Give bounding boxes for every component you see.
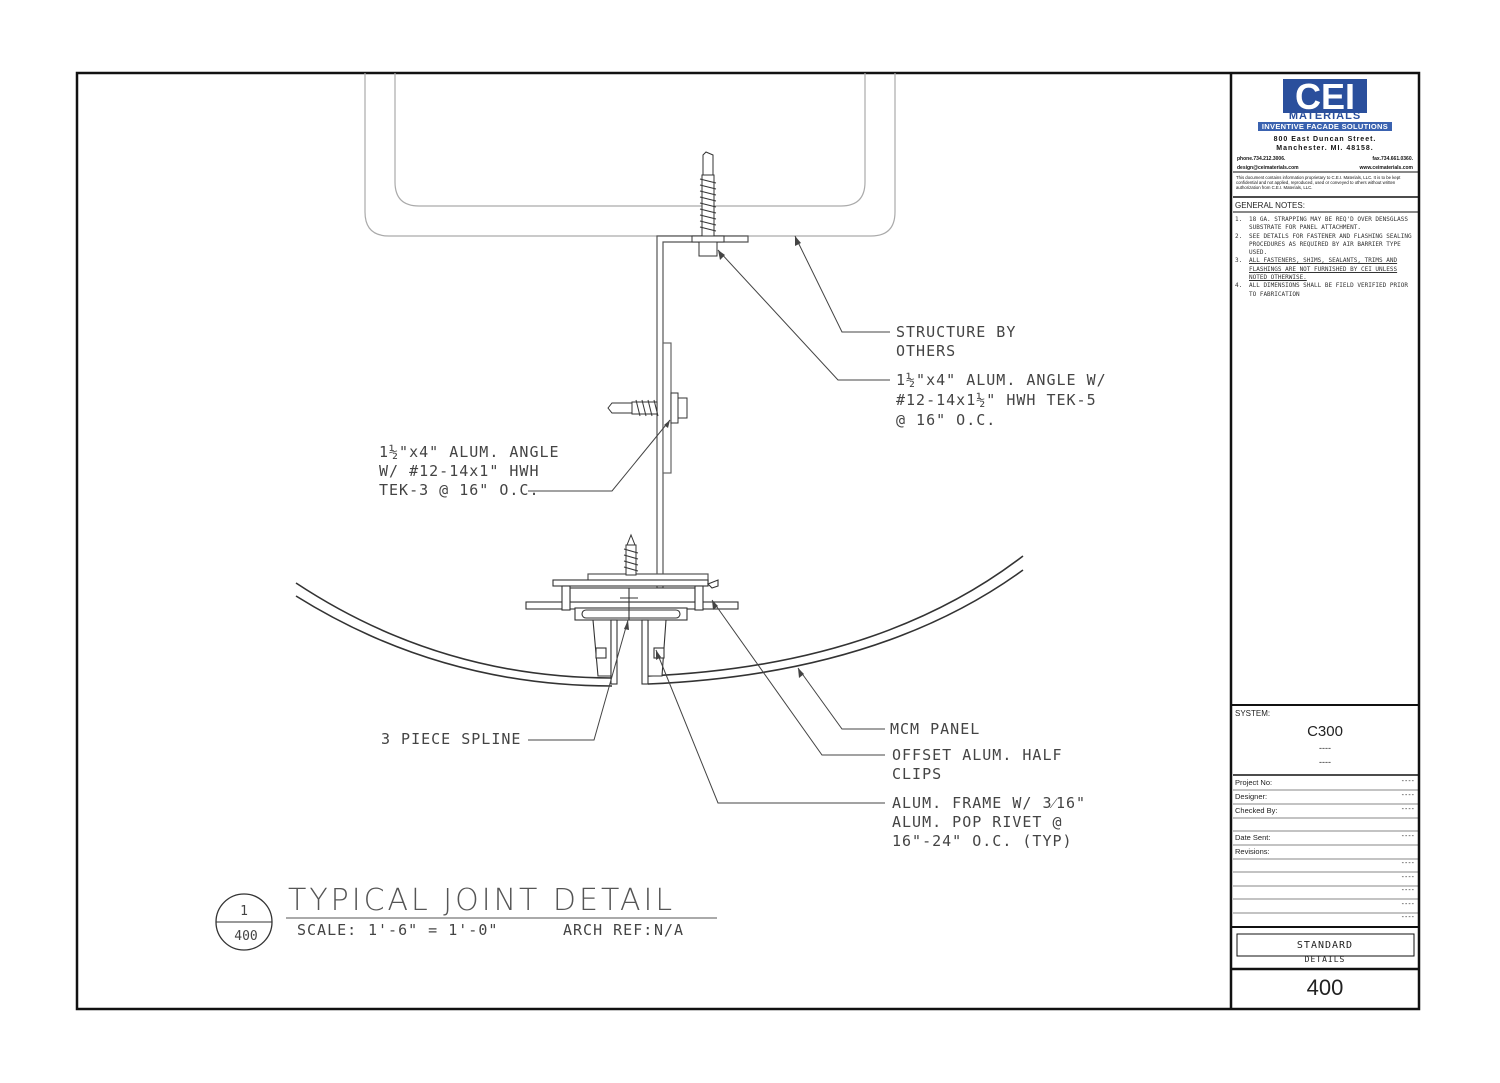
label-frame-2: ALUM. POP RIVET @: [892, 813, 1063, 831]
spline-assembly: [525, 579, 739, 685]
sheet-number: 400: [1306, 975, 1344, 1000]
detail-title: 1 400 TYPICAL JOINT DETAIL SCALE: 1'-6" …: [215, 883, 717, 951]
field-checked-by: Checked By:----: [1235, 806, 1415, 815]
revision-entry: ----: [1401, 914, 1415, 921]
contact-email-web: design@ceimaterials.com www.ceimaterials…: [1237, 165, 1413, 171]
label-structure-1: STRUCTURE BY: [896, 323, 1016, 341]
standard-details-line-1: STANDARD: [1296, 940, 1354, 951]
tek3-screw: [607, 392, 688, 424]
general-notes-title: GENERAL NOTES:: [1235, 201, 1305, 210]
callout-half-clips: OFFSET ALUM. HALF CLIPS: [892, 746, 1063, 783]
label-mcm-panel: MCM PANEL: [890, 720, 980, 738]
tek5-screw: [691, 151, 725, 257]
label-angle-top-1: 1½"x4" ALUM. ANGLE W/: [896, 371, 1107, 389]
detail-number: 1: [240, 904, 248, 919]
callout-structure: STRUCTURE BY OTHERS: [896, 323, 1016, 360]
standard-details-line-2: DETAILS: [1304, 955, 1346, 964]
label-half-clips-1: OFFSET ALUM. HALF: [892, 746, 1063, 764]
field-revisions: Revisions:: [1235, 847, 1270, 856]
callout-angle-left: 1½"x4" ALUM. ANGLE W/ #12-14x1" HWH TEK-…: [379, 443, 560, 499]
detail-sheet-ref: 400: [234, 929, 257, 944]
revision-entry: ----: [1401, 874, 1415, 881]
revision-entry: ----: [1401, 901, 1415, 908]
field-designer: Designer:----: [1235, 792, 1415, 801]
scale-label: SCALE:: [297, 921, 357, 939]
title-block-rules: [1231, 171, 1419, 971]
label-frame-3: 16"-24" O.C. (TYP): [892, 832, 1073, 850]
leader-arrows: [624, 236, 804, 678]
contact-phone-fax: phone.734.212.3006. fax.734.661.0360.: [1237, 156, 1413, 162]
address-line-2: Manchester. MI. 48158.: [1276, 145, 1374, 152]
general-note: 3.ALL FASTENERS, SHIMS, SEALANTS, TRIMS …: [1235, 257, 1398, 282]
label-angle-left-2: W/ #12-14x1" HWH: [379, 462, 540, 480]
sheet-border: [75, 71, 1421, 1011]
title-block: CEI MATERIALS INVENTIVE FACADE SOLUTIONS…: [1231, 73, 1419, 1009]
arch-ref-value: N/A: [654, 921, 684, 939]
label-angle-left-3: TEK-3 @ 16" O.C.: [379, 481, 540, 499]
label-angle-top-3: @ 16" O.C.: [896, 411, 996, 429]
system-code: C300: [1307, 723, 1343, 740]
brand-name: MATERIALS: [1288, 110, 1362, 122]
label-structure-2: OTHERS: [896, 342, 956, 360]
brand-tagline: INVENTIVE FACADE SOLUTIONS: [1258, 122, 1392, 131]
company-logo: CEI MATERIALS INVENTIVE FACADE SOLUTIONS…: [1231, 73, 1419, 197]
system-line-1: ----: [1319, 743, 1331, 753]
clip-screw: [623, 533, 639, 576]
label-half-clips-2: CLIPS: [892, 765, 942, 783]
structure-tube: [364, 73, 896, 237]
field-date-sent: Date Sent:----: [1235, 833, 1415, 842]
revision-entry: ----: [1401, 887, 1415, 894]
arch-ref-label: ARCH REF:: [563, 921, 653, 939]
leader-lines: [528, 235, 890, 804]
detail-name: TYPICAL JOINT DETAIL: [288, 883, 675, 918]
general-note: 1.18 GA. STRAPPING MAY BE REQ'D OVER DEN…: [1235, 216, 1408, 232]
phone: phone.734.212.3006.: [1237, 156, 1286, 162]
address-line-1: 800 East Duncan Street.: [1273, 136, 1377, 143]
cei-logo-mark: CEI: [1283, 79, 1367, 117]
system-line-2: ----: [1319, 757, 1331, 767]
label-spline: 3 PIECE SPLINE: [381, 730, 521, 748]
legal-notice: This document contains information propr…: [1236, 175, 1401, 191]
label-angle-left-1: 1½"x4" ALUM. ANGLE: [379, 443, 560, 461]
label-frame-1: ALUM. FRAME W/ 3⁄16": [892, 794, 1086, 812]
general-notes-list: 1.18 GA. STRAPPING MAY BE REQ'D OVER DEN…: [1235, 216, 1417, 299]
system-label: SYSTEM:: [1235, 709, 1271, 718]
callout-angle-top: 1½"x4" ALUM. ANGLE W/ #12-14x1½" HWH TEK…: [896, 371, 1107, 429]
mcm-panel: [295, 555, 1024, 687]
scale-value: 1'-6" = 1'-0": [368, 921, 498, 939]
email: design@ceimaterials.com: [1237, 165, 1299, 171]
general-note: 2.SEE DETAILS FOR FASTENER AND FLASHING …: [1235, 232, 1412, 257]
logo-text: CEI: [1295, 79, 1355, 117]
label-angle-top-2: #12-14x1½" HWH TEK-5: [896, 391, 1097, 409]
field-project-no: Project No:----: [1235, 778, 1415, 787]
website: www.ceimaterials.com: [1359, 165, 1413, 171]
general-note: 4.ALL DIMENSIONS SHALL BE FIELD VERIFIED…: [1235, 282, 1408, 298]
fax: fax.734.661.0360.: [1372, 156, 1413, 162]
revision-entry: ----: [1401, 860, 1415, 867]
callout-frame: ALUM. FRAME W/ 3⁄16" ALUM. POP RIVET @ 1…: [892, 794, 1086, 850]
